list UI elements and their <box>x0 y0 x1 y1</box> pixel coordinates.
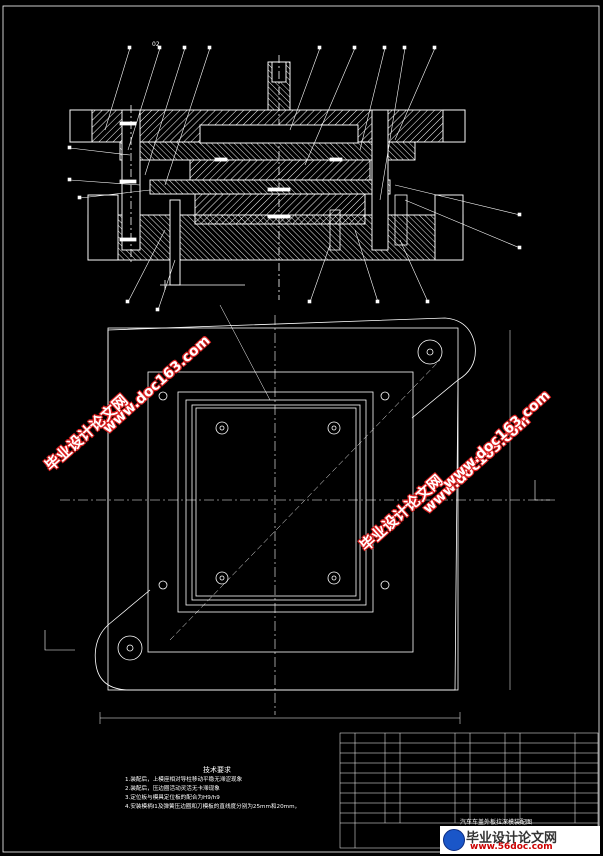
plan-view <box>44 304 555 724</box>
section-view <box>69 55 466 300</box>
technical-note: 1.装配后，上模座相对导柱移动平稳无滞涩现象 <box>125 777 243 783</box>
part-label-02: 02 <box>152 41 160 48</box>
technical-note: 3.定位板与模具定位板的配合为H9/h9 <box>125 795 220 801</box>
site-logo-name: 毕业设计论文网 <box>466 831 558 846</box>
title-block: 汽车车盖外板拉深模装配图 <box>340 733 598 848</box>
site-logo-bar: 毕业设计论文网 www.56doc.com <box>440 826 600 854</box>
technical-notes-title: 技术要求 <box>203 766 231 774</box>
title-block-grid <box>339 732 599 849</box>
technical-note: 2.装配后，压边圈活动灵活无卡滞现象 <box>125 786 220 792</box>
drawing-border <box>2 5 600 853</box>
site-logo-icon <box>443 829 465 851</box>
part-leaders <box>67 45 522 312</box>
title-block-title: 汽车车盖外板拉深模装配图 <box>460 819 533 826</box>
technical-note: 4.安装模柄l1及弹簧压边圈和刀模板的直线度分别为25mm和20mm， <box>125 804 301 810</box>
site-logo-url: www.56doc.com <box>470 842 553 852</box>
